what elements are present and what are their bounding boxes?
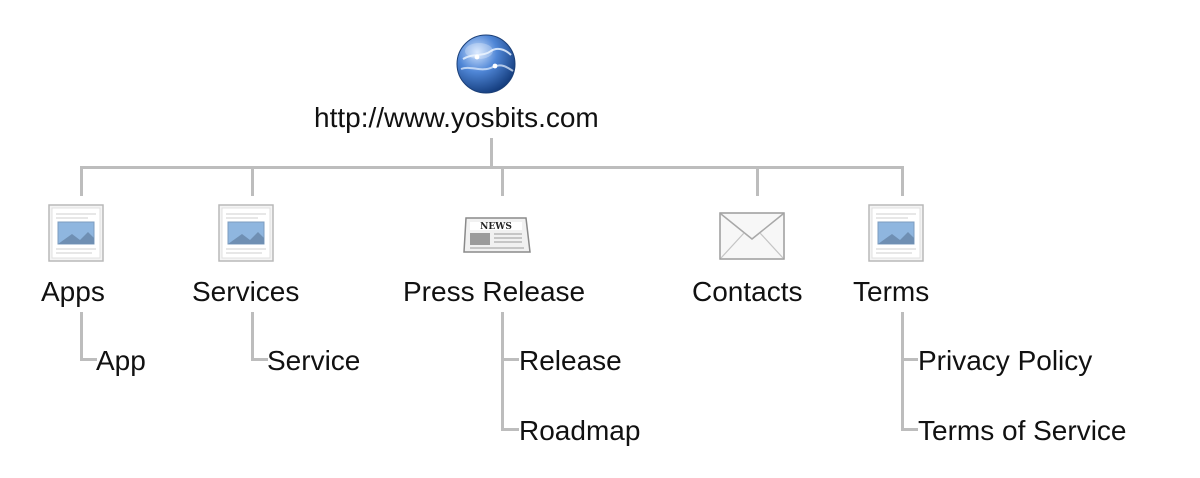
connector-child-terms-branch-1 bbox=[901, 358, 918, 361]
document-icon bbox=[218, 204, 274, 262]
section-label-contacts: Contacts bbox=[692, 276, 803, 307]
connector-drop-contacts bbox=[756, 166, 759, 196]
child-label-service: Service bbox=[267, 345, 361, 376]
connector-horizontal bbox=[80, 166, 904, 169]
child-label-terms-of-service: Terms of Service bbox=[918, 415, 1127, 446]
child-label-release: Release bbox=[519, 345, 622, 376]
connector-drop-press-release bbox=[501, 166, 504, 196]
connector-child-terms-branch-2 bbox=[901, 428, 918, 431]
root-label: http://www.yosbits.com bbox=[314, 102, 599, 133]
connector-child-apps-branch bbox=[80, 358, 97, 361]
connector-child-services-vertical bbox=[251, 312, 254, 360]
section-label-press-release: Press Release bbox=[403, 276, 586, 307]
connector-child-services-branch bbox=[251, 358, 268, 361]
connector-drop-services bbox=[251, 166, 254, 196]
connector-drop-terms bbox=[901, 166, 904, 196]
connector-child-apps-vertical bbox=[80, 312, 83, 360]
section-label-services: Services bbox=[192, 276, 300, 307]
child-label-privacy-policy: Privacy Policy bbox=[918, 345, 1093, 376]
connector-child-press-branch-1 bbox=[501, 358, 519, 361]
connector-child-terms-vertical bbox=[901, 312, 904, 430]
child-label-app: App bbox=[96, 345, 146, 376]
envelope-icon bbox=[718, 211, 786, 261]
document-icon bbox=[48, 204, 104, 262]
newspaper-masthead: NEWS bbox=[480, 222, 512, 232]
globe-icon bbox=[455, 33, 517, 95]
connector-drop-apps bbox=[80, 166, 83, 196]
newspaper-icon: NEWS bbox=[462, 212, 532, 258]
section-label-terms: Terms bbox=[853, 276, 930, 307]
child-label-roadmap: Roadmap bbox=[519, 415, 641, 446]
section-label-apps: Apps bbox=[41, 276, 105, 307]
connector-child-press-vertical bbox=[501, 312, 504, 430]
document-icon bbox=[868, 204, 924, 262]
connector-child-press-branch-2 bbox=[501, 428, 519, 431]
connector-root-stem bbox=[490, 138, 493, 168]
